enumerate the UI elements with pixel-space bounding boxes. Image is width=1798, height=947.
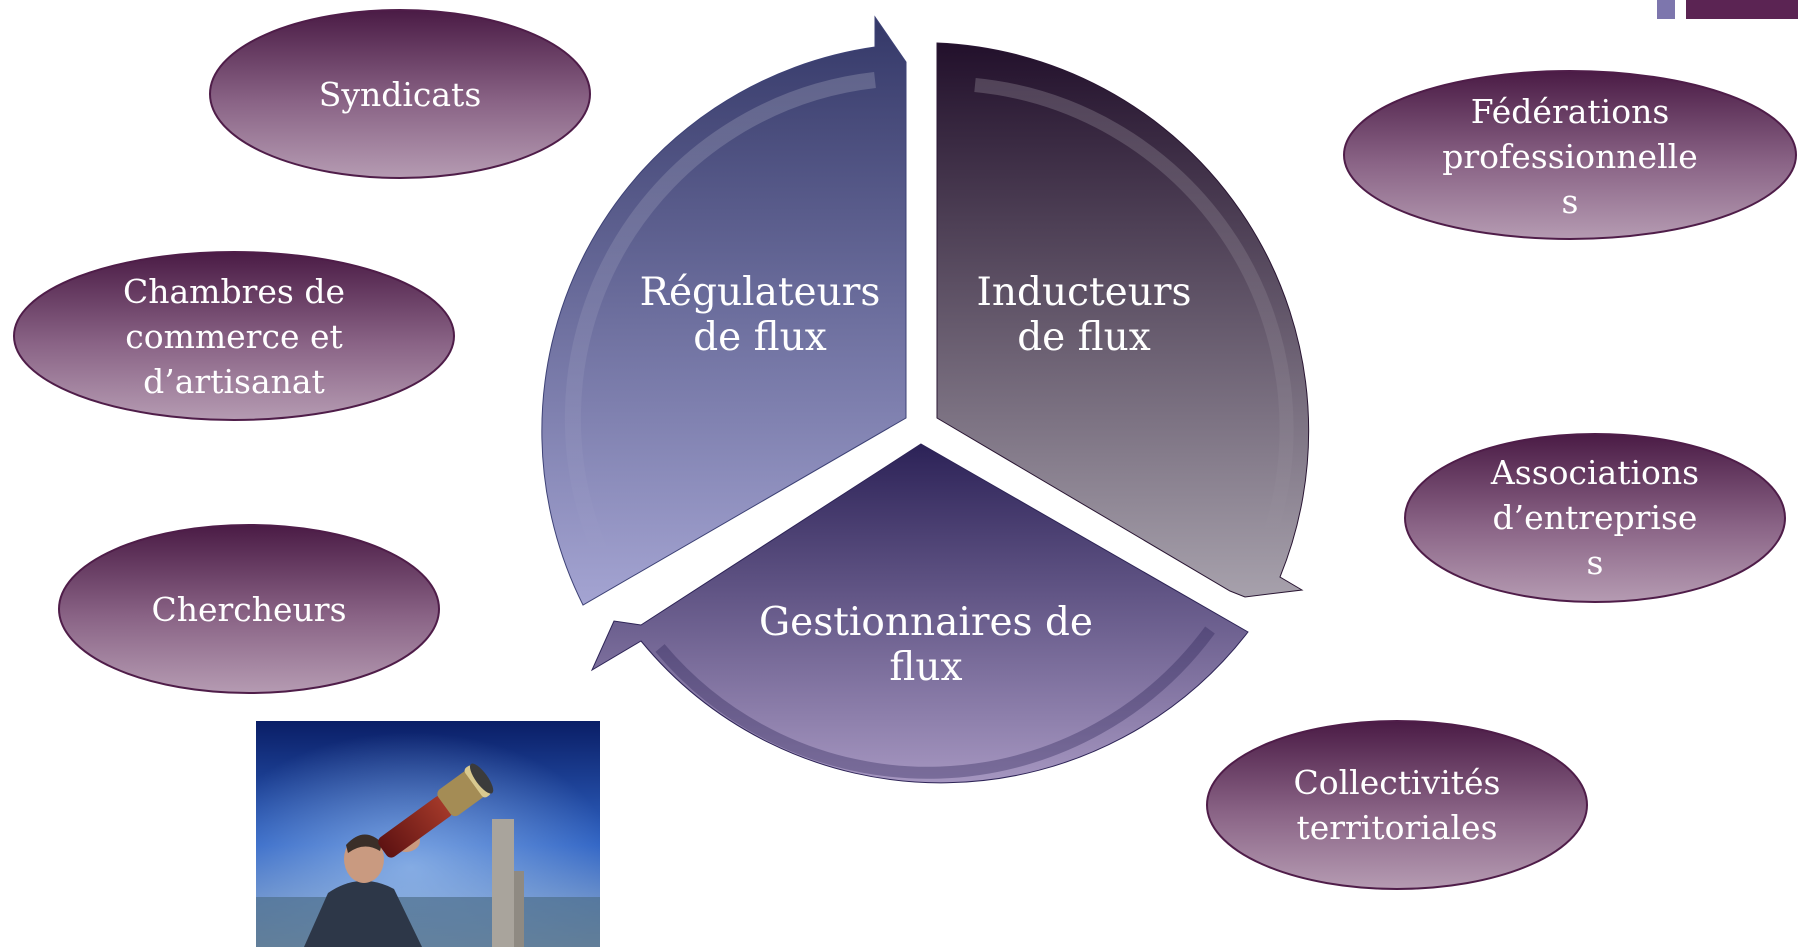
corner-accent-square bbox=[1657, 0, 1675, 19]
segment-gestionnaires bbox=[590, 443, 1249, 784]
oval-collectivites bbox=[1206, 720, 1588, 890]
oval-syndicats bbox=[209, 9, 591, 179]
telescope-photo bbox=[256, 721, 600, 947]
oval-associations bbox=[1404, 433, 1786, 603]
oval-chambres bbox=[13, 251, 455, 421]
oval-federations bbox=[1343, 70, 1797, 240]
segment-inducteurs bbox=[936, 42, 1310, 598]
oval-chercheurs bbox=[58, 524, 440, 694]
corner-accent-bar bbox=[1686, 0, 1798, 19]
segment-regulateurs bbox=[541, 15, 907, 606]
